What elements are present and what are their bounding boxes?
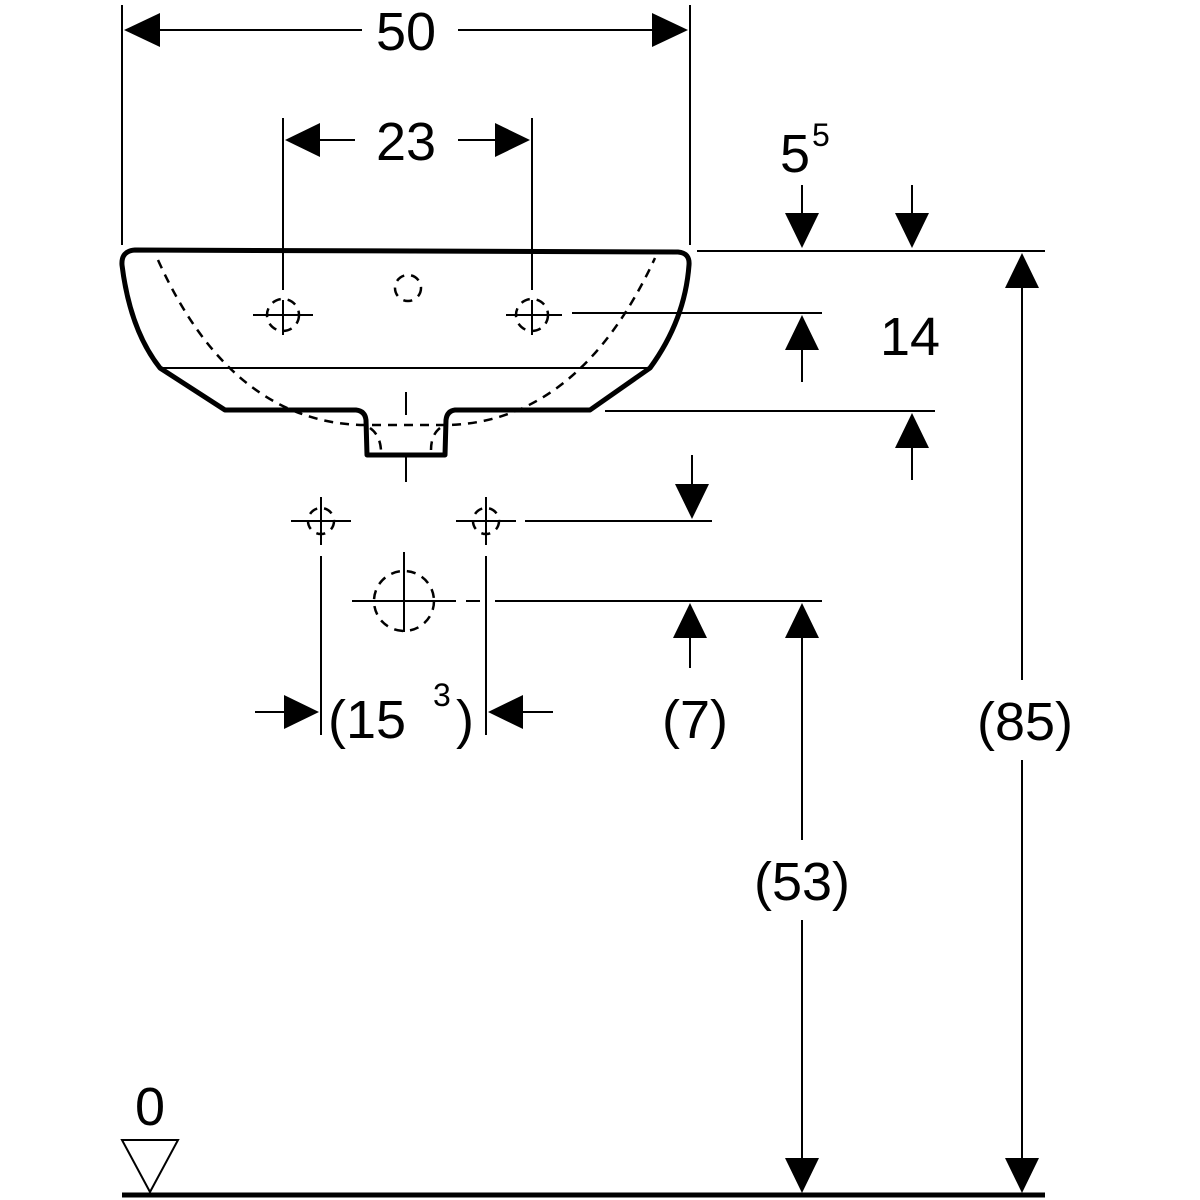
floor-level-label: 0 — [135, 1077, 165, 1137]
total-height-label: (85) — [977, 692, 1073, 752]
rim-thickness-dimension: 5 5 — [697, 117, 1045, 252]
arrow-up-icon — [785, 603, 819, 638]
drain-offset-label: (7) — [662, 690, 728, 750]
drain-height-dimension: (53) — [754, 603, 850, 1193]
rim-thickness-label: 5 — [780, 124, 810, 184]
arrow-left-icon — [285, 123, 320, 157]
overflow-hole — [393, 273, 423, 303]
arrow-right-icon — [652, 13, 688, 47]
arrow-left-icon — [488, 695, 523, 729]
total-height-dimension: (85) — [977, 253, 1073, 1193]
tap-depth-label: 14 — [880, 307, 940, 367]
arrow-down-icon — [1005, 1158, 1039, 1193]
arrow-up-icon — [673, 603, 707, 638]
arrow-up-icon — [895, 413, 929, 448]
supply-spacing-label: (15 — [328, 690, 406, 750]
supply-connections: (7) — [291, 455, 822, 750]
arrow-right-icon — [284, 695, 319, 729]
drain-height-label: (53) — [754, 852, 850, 912]
floor-level: 0 — [120, 1077, 1045, 1198]
tap-spacing-label: 23 — [376, 112, 436, 172]
arrow-left-icon — [124, 13, 160, 47]
supply-spacing-close: ) — [456, 690, 474, 750]
arrow-right-icon — [495, 123, 530, 157]
arrow-down-icon — [785, 213, 819, 248]
washbasin-outline — [119, 247, 692, 482]
rim-thickness-superscript: 5 — [812, 117, 830, 153]
arrow-down-icon — [895, 213, 929, 248]
arrow-down-icon — [785, 1158, 819, 1193]
tap-hole-right — [506, 297, 562, 335]
arrow-up-icon — [785, 315, 819, 350]
arrow-up-icon — [1005, 253, 1039, 288]
tap-depth-dimension: 14 — [572, 307, 940, 480]
supply-spacing-dimension: (15 3 ) — [255, 556, 553, 750]
arrow-down-icon — [675, 484, 709, 519]
width-label: 50 — [376, 2, 436, 62]
supply-spacing-superscript: 3 — [433, 677, 451, 713]
width-dimension: 50 — [121, 2, 691, 245]
tap-hole-left — [253, 297, 313, 335]
level-marker-icon — [120, 1139, 180, 1195]
tap-spacing-dimension: 23 — [282, 112, 533, 290]
